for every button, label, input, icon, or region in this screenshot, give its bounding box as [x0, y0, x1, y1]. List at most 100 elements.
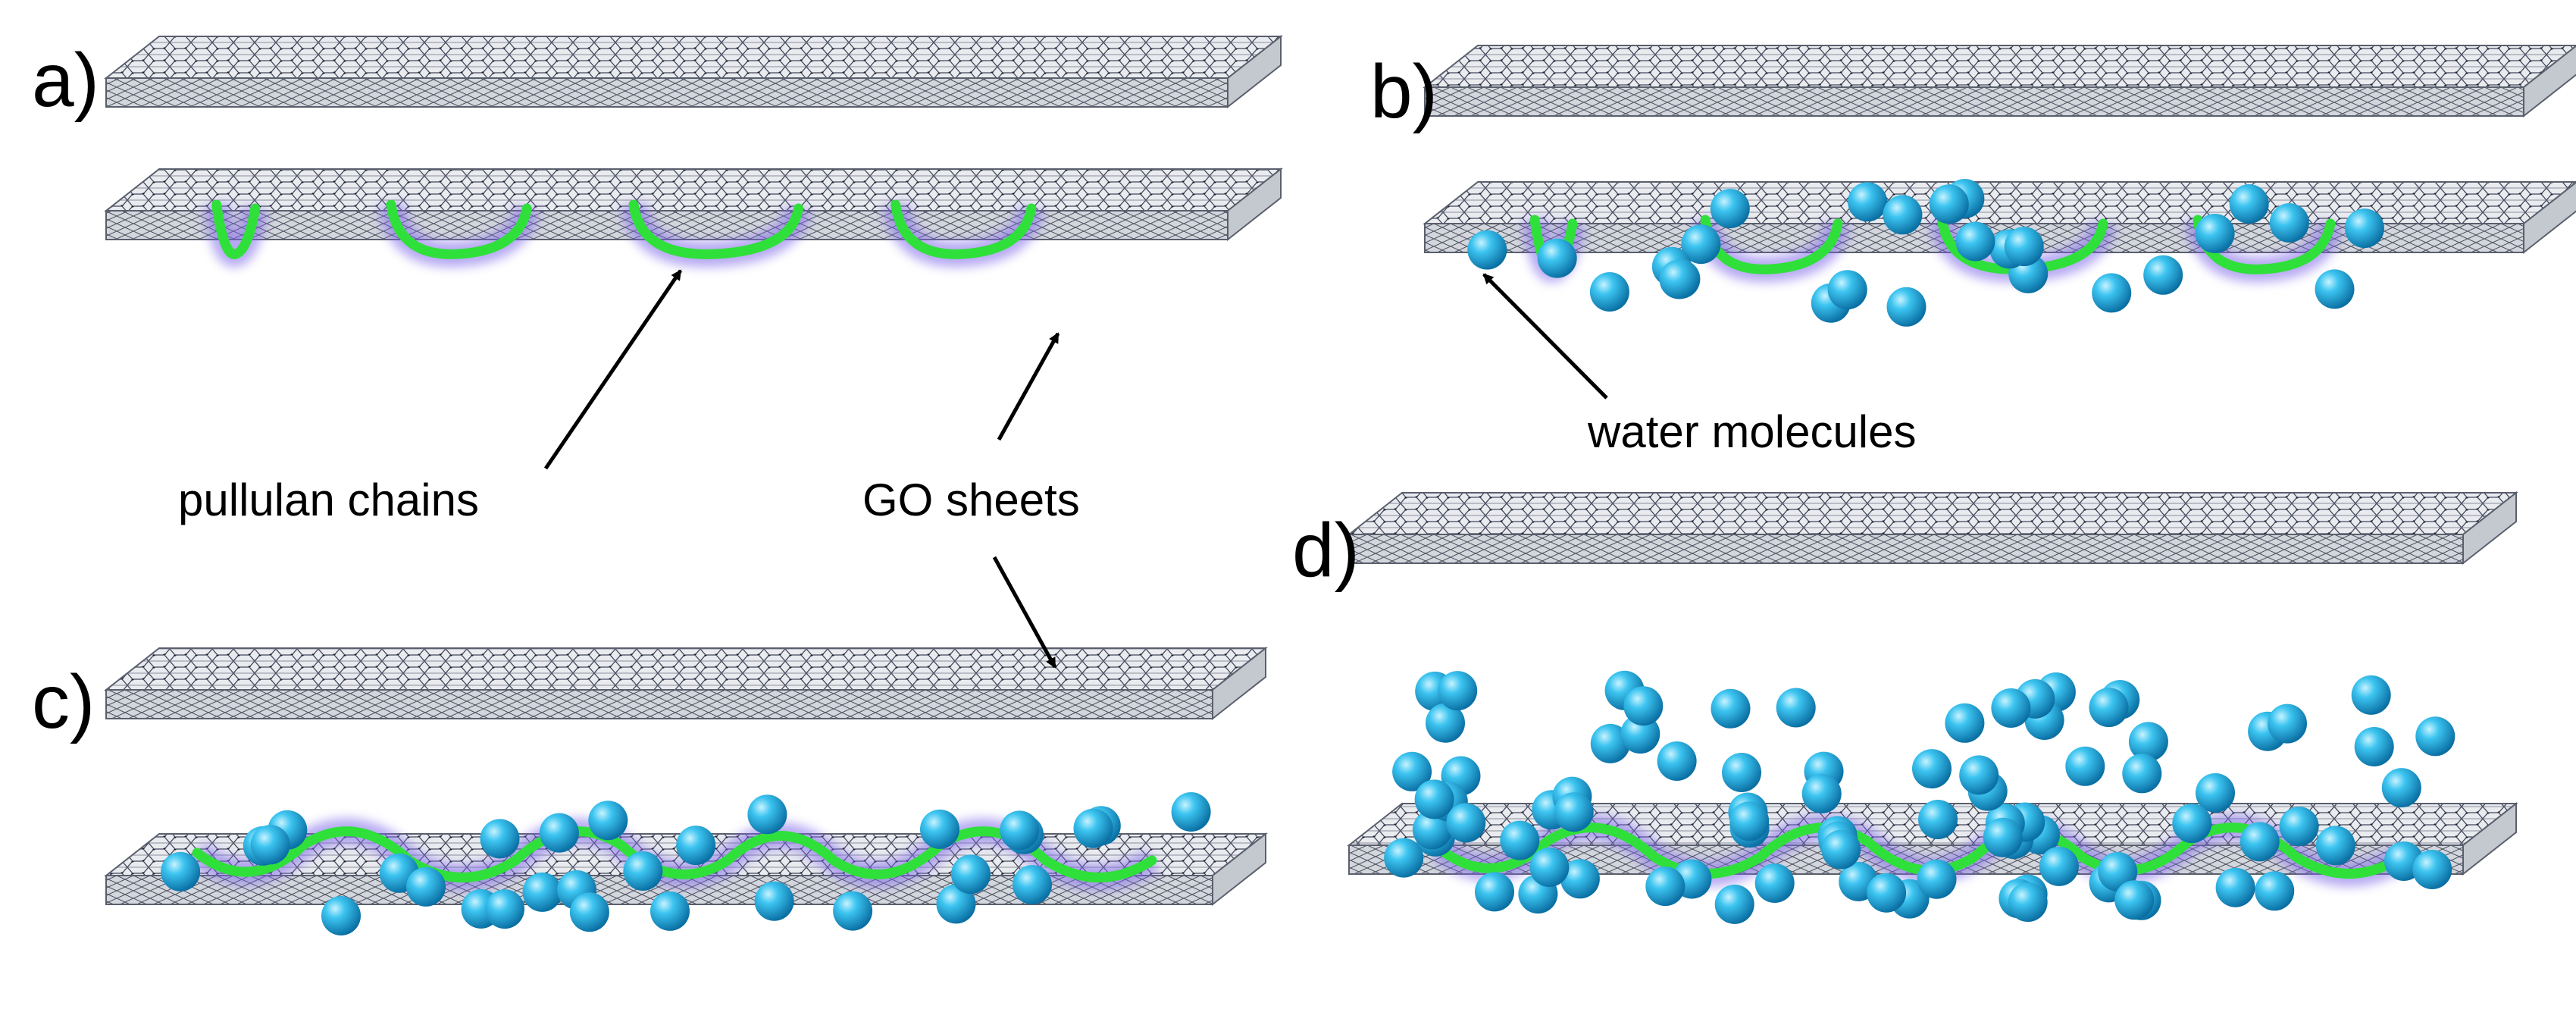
panel-b: [1423, 45, 2576, 327]
water-molecule: [1414, 779, 1454, 819]
water-molecule: [1801, 774, 1842, 813]
water-molecule: [480, 819, 520, 859]
water-molecule: [1560, 859, 1600, 899]
water-molecule: [321, 896, 361, 935]
water-molecule: [1959, 755, 1999, 795]
water-molecule: [1917, 859, 1957, 899]
water-molecule: [1645, 866, 1686, 907]
water-molecule: [1754, 863, 1795, 903]
water-molecule: [522, 872, 562, 912]
water-molecule: [1983, 817, 2023, 857]
water-molecule: [2269, 203, 2309, 243]
go-sheet-top-c-top-face: [104, 647, 1268, 691]
water-molecule: [650, 891, 690, 931]
water-molecule: [1848, 182, 1888, 222]
arrow-pullulan-chains: [543, 269, 683, 470]
water-molecules-label: water molecules: [1587, 406, 1917, 457]
water-molecule: [406, 866, 446, 907]
water-molecule: [623, 851, 663, 891]
water-molecule: [676, 826, 716, 866]
panel-label-c: c): [32, 660, 95, 744]
go-sheet-top-b-front-face: [1424, 86, 2524, 117]
water-molecule: [936, 884, 976, 924]
water-molecule: [2412, 850, 2452, 889]
water-molecule: [1426, 703, 1465, 743]
water-molecule: [754, 881, 794, 921]
pullulan-chains-label: pullulan chains: [178, 475, 479, 525]
go-sheet-top-a-side-face: [1227, 34, 1282, 109]
water-molecule: [1554, 792, 1594, 832]
water-molecule: [1623, 686, 1664, 726]
water-molecule: [2315, 826, 2355, 866]
water-molecule: [1729, 801, 1770, 841]
water-molecule: [1714, 884, 1754, 924]
water-molecule: [833, 891, 873, 931]
water-molecule: [1590, 723, 1630, 763]
water-molecule: [2240, 822, 2280, 862]
panel-c: [104, 646, 1268, 935]
water-molecule: [2196, 772, 2235, 813]
water-molecule: [1529, 848, 1570, 887]
water-molecule: [2008, 882, 2048, 923]
go-sheet-top-d-top-face: [1347, 492, 2518, 535]
water-molecule: [1589, 272, 1629, 312]
water-molecule: [1500, 820, 1540, 860]
panel-label-b: b): [1370, 49, 1438, 134]
water-molecule: [2315, 269, 2355, 309]
go-sheet-top-d-front-face: [1348, 534, 2464, 564]
water-molecule: [1867, 873, 1907, 913]
water-molecule: [2172, 804, 2212, 844]
water-molecule: [1821, 829, 1861, 870]
water-molecule: [1475, 872, 1514, 912]
water-molecule: [2039, 846, 2079, 886]
water-molecule: [2128, 722, 2168, 762]
water-molecule: [2229, 184, 2269, 224]
water-molecule: [1073, 808, 1113, 848]
go-sheet-bottom-c-side-face: [1212, 832, 1266, 907]
water-molecule: [2381, 768, 2421, 808]
water-molecule: [1467, 230, 1507, 270]
water-molecule: [1681, 224, 1721, 265]
water-molecule: [1886, 287, 1927, 327]
water-molecule: [588, 801, 628, 841]
water-molecule: [1013, 865, 1052, 905]
water-molecule: [2351, 675, 2391, 715]
water-molecule: [2354, 727, 2394, 766]
water-molecule: [1912, 749, 1952, 789]
water-molecule: [1171, 792, 1211, 832]
go-sheets-label: GO sheets: [862, 475, 1080, 525]
go-sheet-top-c-side-face: [1212, 646, 1266, 721]
water-molecule: [1918, 800, 1958, 839]
water-molecule: [1438, 671, 1478, 711]
water-molecule: [161, 851, 201, 891]
water-molecule: [1955, 221, 1995, 262]
pullulan-chain-a: [211, 199, 1037, 259]
panel-label-d: d): [1292, 508, 1360, 593]
water-molecule: [1392, 751, 1432, 791]
arrow-go-sheets-upper: [997, 332, 1060, 441]
water-molecule: [1945, 703, 1985, 743]
water-molecule: [539, 813, 579, 853]
water-molecule: [1991, 688, 2031, 728]
go-sheet-top-b-top-face: [1423, 45, 2576, 88]
water-molecule: [2215, 867, 2255, 907]
go-sheet-bottom-d-side-face: [2462, 801, 2517, 876]
water-molecule: [951, 854, 991, 895]
water-molecule: [2089, 688, 2129, 728]
water-molecule: [1659, 259, 1699, 299]
water-molecule: [1929, 184, 1969, 224]
water-molecule: [1722, 753, 1761, 792]
water-molecule: [1446, 803, 1486, 843]
go-sheet-top-a-top-face: [104, 36, 1283, 79]
arrow-go-sheets-lower: [992, 556, 1057, 669]
water-molecule: [1776, 688, 1816, 728]
panel-label-a: a): [32, 38, 99, 123]
go-sheet-top-b-side-face: [2523, 45, 2576, 118]
water-molecule: [2122, 754, 2162, 794]
water-molecule: [1537, 238, 1577, 278]
water-molecule: [1000, 810, 1040, 851]
water-molecule: [1710, 189, 1750, 229]
water-molecule: [920, 809, 959, 849]
water-molecule: [2344, 208, 2384, 249]
